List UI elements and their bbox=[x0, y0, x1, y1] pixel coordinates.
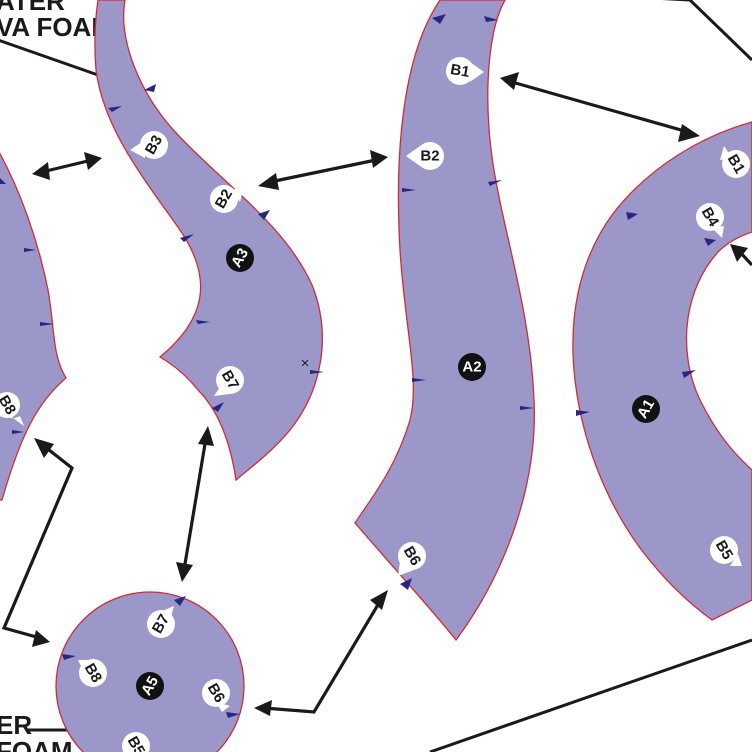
tag-a2-b6: B6 bbox=[398, 542, 426, 576]
piece-left-partial bbox=[0, 152, 67, 501]
notch-marks bbox=[0, 14, 716, 718]
tag-a5-b7: B7 bbox=[147, 606, 175, 638]
top-label-line1: ATER bbox=[0, 0, 65, 16]
arrow-a3-a2 bbox=[258, 150, 388, 190]
tag-a5-b8: B8 bbox=[78, 659, 107, 687]
piece-a3 bbox=[94, 0, 323, 482]
tag-a5-b5: B5 bbox=[122, 732, 150, 752]
svg-text:A2: A2 bbox=[462, 359, 481, 376]
svg-text:B1: B1 bbox=[449, 61, 471, 81]
top-right-leader bbox=[661, 0, 752, 62]
arrow-a3-a5 bbox=[176, 426, 214, 582]
piece-id-a3: A3 bbox=[226, 244, 254, 272]
piece-a2 bbox=[354, 0, 536, 642]
tag-a3-b7: B7 bbox=[214, 366, 244, 396]
tag-left-b8: B8 bbox=[0, 392, 24, 426]
bottom-label-line1: ER bbox=[0, 710, 32, 740]
arrow-a5-a2 bbox=[254, 590, 388, 716]
piece-id-a2: A2 bbox=[458, 353, 486, 381]
tag-a1-b1: B1 bbox=[720, 146, 750, 178]
tag-b3: B3 bbox=[130, 131, 168, 159]
arrow-a1-inner bbox=[730, 244, 752, 267]
tag-a1-b4: B4 bbox=[696, 203, 724, 238]
piece-a1 bbox=[572, 121, 752, 621]
tag-a2-b2: B2 bbox=[406, 142, 444, 170]
svg-text:B5: B5 bbox=[124, 733, 148, 752]
piece-id-a1: A1 bbox=[632, 395, 660, 423]
top-label-leader bbox=[0, 39, 99, 77]
top-label-line2: VA FOAM bbox=[0, 12, 113, 42]
tag-a5-b6: B6 bbox=[202, 679, 230, 712]
svg-text:B2: B2 bbox=[420, 148, 439, 165]
piece-id-a5: A5 bbox=[136, 672, 164, 700]
center-mark bbox=[301, 359, 309, 367]
arrow-left-a5 bbox=[1, 438, 74, 647]
tag-a3-b2: B2 bbox=[210, 185, 244, 213]
arrow-left-a3 bbox=[32, 152, 102, 180]
bottom-label-line2: FOAM bbox=[0, 736, 73, 752]
tag-a1-b5: B5 bbox=[710, 536, 742, 566]
bottom-right-leader bbox=[429, 638, 752, 752]
arrow-a2-a1 bbox=[500, 72, 700, 142]
tag-a2-b1: B1 bbox=[446, 57, 484, 85]
